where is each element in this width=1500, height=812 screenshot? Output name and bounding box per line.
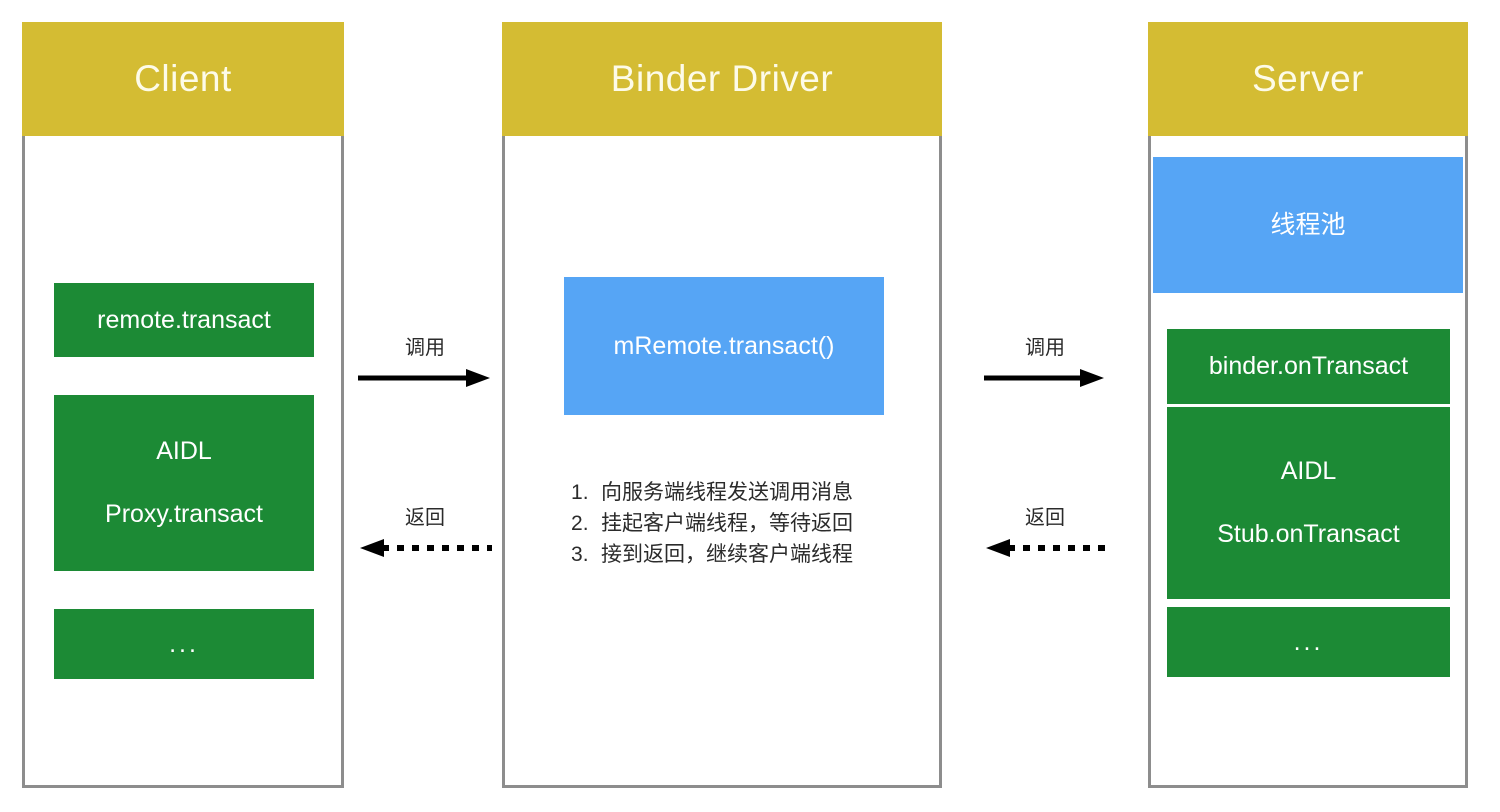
arrow-call-right-icon: [984, 369, 1104, 387]
column-client-header: Client: [22, 22, 344, 136]
column-binder-driver-body: mRemote.transact() 向服务端线程发送调用消息 挂起客户端线程，…: [502, 136, 942, 788]
binder-steps-list: 向服务端线程发送调用消息 挂起客户端线程，等待返回 接到返回，继续客户端线程: [571, 477, 853, 570]
column-server-header: Server: [1148, 22, 1468, 136]
arrows-client-binder: 调用 返回: [358, 336, 492, 566]
arrow-label-call-right: 调用: [1025, 337, 1065, 359]
server-block-binder-ontransact[interactable]: binder.onTransact: [1167, 329, 1450, 404]
client-block-ellipsis-label: ...: [169, 629, 199, 658]
binder-step-2: 挂起客户端线程，等待返回: [571, 508, 853, 539]
server-block-aidl-label: AIDL: [1280, 457, 1337, 486]
binder-block-mremote-transact[interactable]: mRemote.transact(): [564, 277, 884, 415]
binder-step-3: 接到返回，继续客户端线程: [571, 539, 853, 570]
client-block-ellipsis[interactable]: ...: [54, 609, 314, 679]
column-server-body: 线程池 binder.onTransact AIDL Stub.onTransa…: [1148, 136, 1468, 788]
server-block-thread-pool[interactable]: 线程池: [1153, 157, 1463, 293]
server-block-thread-pool-label: 线程池: [1270, 210, 1346, 239]
binder-block-mremote-transact-label: mRemote.transact(): [613, 331, 835, 360]
arrow-label-call-left: 调用: [405, 337, 445, 359]
server-block-aidl-stub[interactable]: AIDL Stub.onTransact: [1167, 407, 1450, 599]
column-client-body: remote.transact AIDL Proxy.transact ...: [22, 136, 344, 788]
client-block-proxy-transact-label: Proxy.transact: [105, 500, 263, 528]
column-client: Client remote.transact AIDL Proxy.transa…: [22, 22, 344, 788]
binder-step-1: 向服务端线程发送调用消息: [571, 477, 853, 508]
arrow-label-return-right: 返回: [1025, 507, 1065, 529]
server-block-ellipsis-label: ...: [1293, 627, 1324, 656]
arrow-return-left-icon: [360, 539, 492, 557]
arrows-binder-server: 调用 返回: [984, 336, 1106, 566]
client-block-remote-transact-label: remote.transact: [97, 305, 271, 334]
server-block-binder-ontransact-label: binder.onTransact: [1208, 352, 1409, 381]
arrow-return-right-icon: [986, 539, 1106, 557]
client-block-aidl-proxy[interactable]: AIDL Proxy.transact: [54, 395, 314, 571]
server-block-stub-ontransact-label: Stub.onTransact: [1217, 520, 1400, 548]
arrow-call-left-icon: [358, 369, 490, 387]
column-server: Server 线程池 binder.onTransact AIDL Stub.o…: [1148, 22, 1468, 788]
column-binder-driver: Binder Driver mRemote.transact() 向服务端线程发…: [502, 22, 942, 788]
column-server-title: Server: [1252, 58, 1364, 99]
server-block-ellipsis[interactable]: ...: [1167, 607, 1450, 677]
column-binder-driver-header: Binder Driver: [502, 22, 942, 136]
column-client-title: Client: [134, 58, 232, 99]
client-block-remote-transact[interactable]: remote.transact: [54, 283, 314, 357]
column-binder-driver-title: Binder Driver: [610, 58, 834, 99]
arrow-label-return-left: 返回: [405, 507, 445, 529]
client-block-aidl-label: AIDL: [156, 437, 212, 466]
